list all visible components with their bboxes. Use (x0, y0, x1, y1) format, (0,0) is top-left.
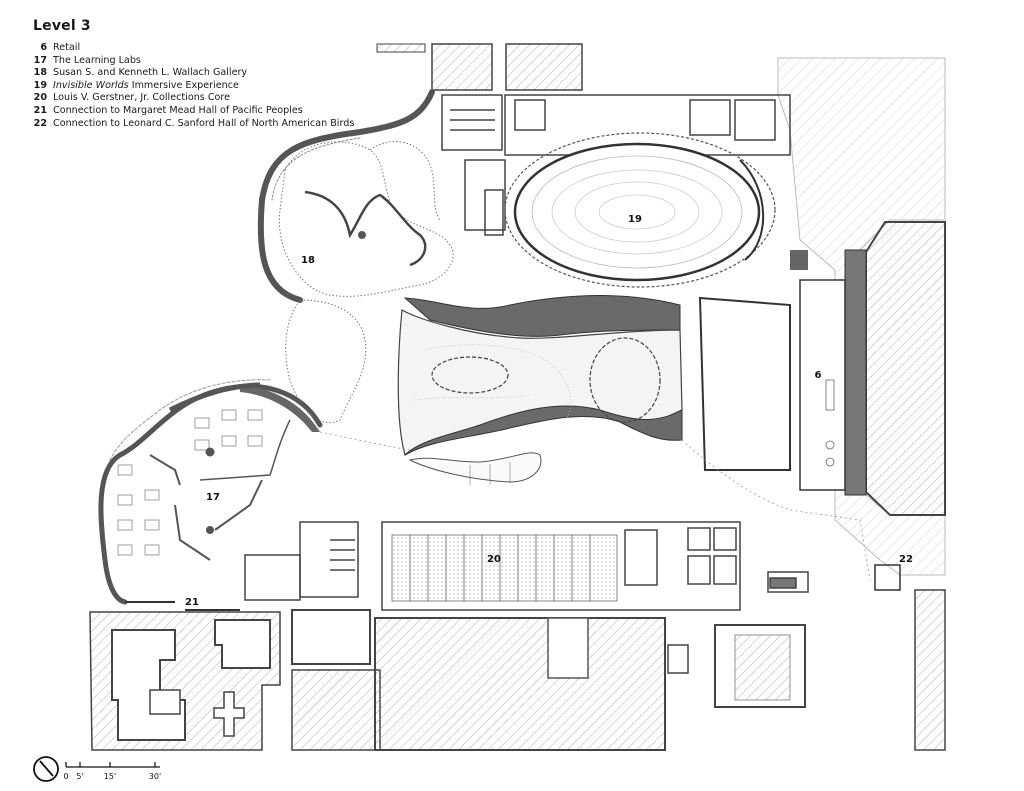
scale-tick-30: 30' (149, 772, 161, 781)
legend-number: 17 (33, 54, 47, 66)
legend-label: Connection to Leonard C. Sanford Hall of… (53, 117, 355, 129)
legend-number: 19 (33, 79, 47, 91)
page-title: Level 3 (33, 18, 91, 34)
central-canyon (397, 295, 683, 485)
room-label-20: 20 (487, 554, 501, 565)
legend-number: 18 (33, 67, 47, 79)
retail-space (698, 250, 846, 491)
legend-label: The Learning Labs (53, 54, 141, 66)
legend-item: 19 Invisible Worlds Immersive Experience (33, 80, 354, 93)
stair-core-east (767, 571, 809, 593)
legend-label: Susan S. and Kenneth L. Wallach Gallery (53, 67, 248, 79)
legend-label: Retail (53, 42, 81, 53)
circulation-path (319, 431, 871, 581)
legend-number: 22 (33, 117, 47, 129)
stair-core-west (244, 521, 359, 601)
lounge-walls (168, 382, 320, 481)
legend-label: Connection to Margaret Mead Hall of Paci… (53, 104, 303, 116)
legend-number: 20 (33, 92, 47, 104)
legend: 6 Retail 17 The Learning Labs 18 Susan S. a… (33, 42, 355, 131)
legend-item: 21 Connection to Margaret Mead Hall of Pa… (33, 105, 354, 118)
column-marker-17 (205, 447, 215, 457)
column-marker-21 (206, 526, 214, 534)
connection-21-walls (125, 601, 240, 611)
room-label-19: 19 (628, 214, 642, 225)
legend-number: 21 (33, 104, 47, 116)
core-rooms-north (441, 94, 791, 236)
legend-item: 22 Connection to Leonard C. Sanford Hall … (33, 117, 355, 131)
learning-lab-furniture (117, 409, 263, 556)
exterior-wall (98, 89, 435, 605)
existing-building-south (89, 589, 946, 751)
existing-building-north (376, 43, 583, 91)
legend-item: 20 Louis V. Gerstner, Jr. Collections Cor… (33, 92, 354, 105)
legend-label: Louis V. Gerstner, Jr. Collections Core (53, 92, 231, 104)
existing-building-east (777, 57, 946, 576)
room-label-21: 21 (185, 597, 199, 608)
scale-tick-0: 0 (63, 772, 68, 781)
room-label-6: 6 (815, 370, 822, 381)
legend-item: 18 Susan S. and Kenneth L. Wallach Galler… (33, 67, 354, 80)
legend-item: 6 Retail (33, 42, 354, 55)
legend-item: 17 The Learning Labs (33, 55, 354, 68)
immersive-oval (504, 132, 776, 288)
room-label-18: 18 (301, 255, 315, 266)
legend-label: Immersive Experience (128, 79, 239, 91)
legend-number: 6 (40, 42, 47, 53)
scale-tick-15: 15' (104, 772, 116, 781)
connection-22-walls (874, 564, 901, 591)
gallery-18-forms (278, 141, 454, 424)
collections-core (381, 521, 741, 611)
scale-bar (65, 762, 160, 768)
gallery-18-wall (304, 190, 427, 267)
scale-tick-5: 5' (76, 772, 83, 781)
room-label-17: 17 (206, 492, 220, 503)
learning-lab-walls (149, 454, 263, 561)
north-arrow-icon (33, 756, 59, 782)
room-label-22: 22 (899, 554, 913, 565)
legend-label-italic: Invisible Worlds (53, 79, 129, 91)
column-marker (358, 231, 366, 239)
